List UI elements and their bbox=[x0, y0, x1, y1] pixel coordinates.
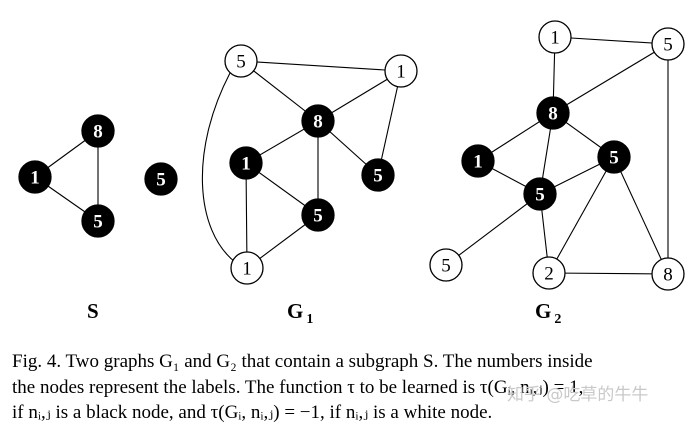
node-label: 1 bbox=[242, 259, 252, 280]
node-circle bbox=[523, 177, 557, 211]
white-node: 5 bbox=[224, 44, 258, 78]
graph-label-main: G bbox=[287, 299, 303, 323]
white-node: 1 bbox=[384, 54, 418, 88]
node-circle bbox=[301, 104, 335, 138]
figure-caption: Fig. 4. Two graphs G₁ and G₂ that contai… bbox=[12, 349, 696, 426]
node-circle bbox=[224, 44, 258, 78]
edge-b5r-b2 bbox=[548, 156, 615, 274]
watermark: 知乎 @吃草的牛牛 bbox=[507, 385, 649, 405]
graph-label-main: S bbox=[87, 299, 99, 323]
graph-label-main: G bbox=[535, 299, 551, 323]
node-circle bbox=[229, 146, 263, 180]
node-label: 2 bbox=[544, 264, 554, 285]
node-circle bbox=[538, 20, 572, 54]
node-circle bbox=[361, 158, 395, 192]
caption-line-1: Fig. 4. Two graphs G₁ and G₂ that contai… bbox=[12, 351, 593, 372]
edge-b5c-b5w bbox=[445, 193, 541, 266]
black-node: 1 bbox=[229, 146, 263, 180]
white-node: 5 bbox=[651, 27, 685, 61]
edge-a5-a1t bbox=[240, 60, 402, 72]
edge-b1-b5t bbox=[554, 36, 669, 45]
node-label: 8 bbox=[93, 122, 103, 143]
black-node: 5 bbox=[144, 162, 178, 196]
black-node: 1 bbox=[18, 160, 52, 194]
black-node: 5 bbox=[523, 177, 557, 211]
edge-a1t-a5r bbox=[377, 70, 402, 176]
node-label: 5 bbox=[609, 148, 619, 169]
graph-label-subscript: 1 bbox=[306, 312, 313, 327]
black-node: 8 bbox=[301, 104, 335, 138]
caption-line-3: if nᵢ,ⱼ is a black node, and τ(Gᵢ, nᵢ,ⱼ)… bbox=[12, 402, 493, 423]
node-label: 5 bbox=[535, 185, 545, 206]
node-label: 1 bbox=[473, 152, 483, 173]
node-circle bbox=[81, 114, 115, 148]
graph-label-subscript: 2 bbox=[554, 312, 561, 327]
node-circle bbox=[18, 160, 52, 194]
node-label: 5 bbox=[156, 170, 166, 191]
node-label: 8 bbox=[313, 112, 323, 133]
node-circle bbox=[651, 257, 685, 291]
node-label: 8 bbox=[663, 265, 673, 286]
white-node: 2 bbox=[532, 256, 566, 290]
edge-a5-a1b bbox=[201, 72, 236, 263]
node-circle bbox=[429, 248, 463, 282]
node-circle bbox=[81, 204, 115, 238]
node-label: 1 bbox=[396, 62, 406, 83]
node-circle bbox=[651, 27, 685, 61]
node-label: 5 bbox=[93, 212, 103, 233]
black-node: 5 bbox=[301, 198, 335, 232]
node-label: 5 bbox=[373, 166, 383, 187]
node-label: 1 bbox=[550, 28, 560, 49]
node-circle bbox=[384, 54, 418, 88]
node-circle bbox=[532, 256, 566, 290]
black-node: 5 bbox=[81, 204, 115, 238]
white-node: 1 bbox=[230, 251, 264, 285]
white-node: 5 bbox=[429, 248, 463, 282]
caption-line-2: the nodes represent the labels. The func… bbox=[12, 376, 584, 398]
black-node: 5 bbox=[597, 140, 631, 174]
node-label: 5 bbox=[663, 35, 673, 56]
graph-s: 8 1 5 5S bbox=[18, 114, 178, 323]
node-circle bbox=[461, 144, 495, 178]
node-label: 8 bbox=[548, 104, 558, 125]
graph-label: S bbox=[87, 299, 99, 323]
black-node: 5 bbox=[361, 158, 395, 192]
node-label: 1 bbox=[30, 168, 40, 189]
node-label: 5 bbox=[313, 206, 323, 227]
node-circle bbox=[597, 140, 631, 174]
black-node: 8 bbox=[81, 114, 115, 148]
node-circle bbox=[301, 198, 335, 232]
edge-b2-b8w bbox=[548, 272, 669, 275]
node-circle bbox=[144, 162, 178, 196]
node-label: 5 bbox=[236, 52, 246, 73]
node-circle bbox=[536, 96, 570, 130]
node-circle bbox=[230, 251, 264, 285]
white-node: 8 bbox=[651, 257, 685, 291]
edge-b5r-b8w bbox=[613, 156, 669, 275]
white-node: 1 bbox=[538, 20, 572, 54]
node-label: 1 bbox=[241, 154, 251, 175]
node-label: 5 bbox=[441, 256, 451, 277]
black-node: 1 bbox=[461, 144, 495, 178]
black-node: 8 bbox=[536, 96, 570, 130]
edge-a1m-a1b bbox=[245, 162, 248, 269]
edge-b8-b5t bbox=[552, 43, 669, 114]
